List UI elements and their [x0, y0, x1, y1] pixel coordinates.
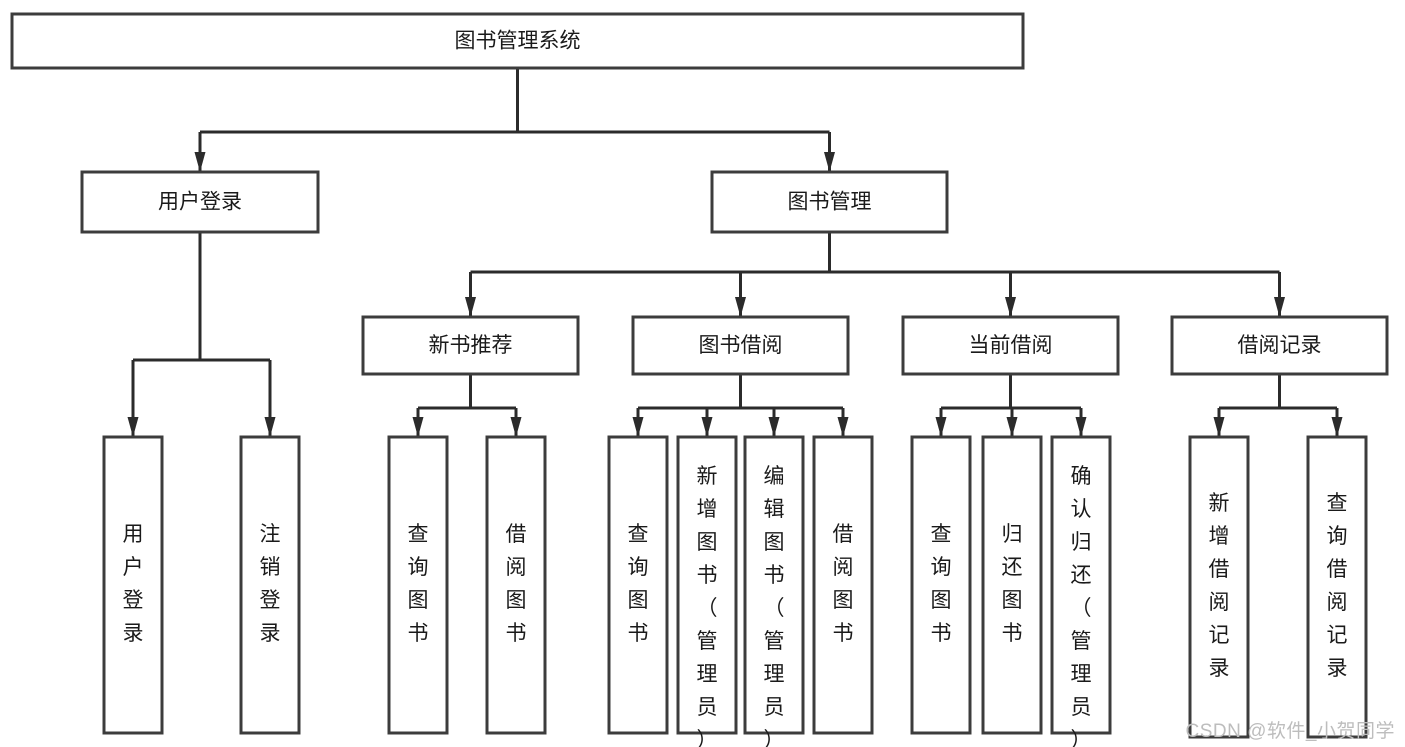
- node-l2-2-leaf-2-label: 确认归还（管理员）: [1071, 465, 1092, 747]
- node-root-label: 图书管理系统: [455, 30, 581, 53]
- node-l2-1-leaf-3[interactable]: 借阅图书: [812, 435, 874, 735]
- node-l2-0-leaf-1[interactable]: 借阅图书: [485, 435, 547, 735]
- l2-2-arrow-0: [935, 417, 947, 437]
- node-l2-3-leaf-0-label: 新增借阅记录: [1209, 492, 1230, 680]
- node-l2-3-leaf-1-label: 查询借阅记录: [1327, 492, 1348, 680]
- l1-1-arrow-3: [1274, 297, 1285, 317]
- node-l2-1-leaf-1-label: 新增图书（管理员）: [697, 465, 718, 747]
- l2-1-arrow-3: [837, 417, 849, 437]
- l2-0-arrow-0: [412, 417, 424, 437]
- connector-layer: [127, 68, 1343, 437]
- node-l1-0-leaf-0-box[interactable]: [102, 435, 164, 735]
- node-l1-0-leaf-1-box[interactable]: [239, 435, 301, 735]
- l1-1-arrow-0: [465, 297, 476, 317]
- node-l1-0-leaf-0[interactable]: 用户登录: [102, 435, 164, 735]
- node-l2-3-label: 借阅记录: [1238, 334, 1322, 357]
- watermark-label: CSDN @软件_小贺同学: [1185, 721, 1395, 742]
- node-l1-1-label: 图书管理: [788, 191, 872, 214]
- node-l2-0-leaf-0-label: 查询图书: [408, 523, 429, 645]
- node-l2-1-label: 图书借阅: [699, 334, 783, 357]
- node-l2-1-leaf-0-label: 查询图书: [628, 523, 649, 645]
- node-l2-2-box[interactable]: [901, 315, 1120, 376]
- node-l2-3-box[interactable]: [1170, 315, 1389, 376]
- node-l2-1-leaf-2-box[interactable]: [743, 435, 805, 735]
- node-l1-1-box[interactable]: [710, 170, 949, 234]
- node-l2-2-leaf-2-box[interactable]: [1050, 435, 1112, 735]
- node-l2-1-leaf-1-box[interactable]: [676, 435, 738, 735]
- node-l2-0[interactable]: 新书推荐: [361, 315, 580, 376]
- node-l1-0[interactable]: 用户登录: [80, 170, 320, 234]
- node-l2-1-box[interactable]: [631, 315, 850, 376]
- l2-1-arrow-0: [632, 417, 644, 437]
- node-l1-1[interactable]: 图书管理: [710, 170, 949, 234]
- l2-3-arrow-0: [1213, 417, 1225, 437]
- node-l1-0-leaf-0-label: 用户登录: [123, 523, 144, 645]
- node-l2-2-leaf-0[interactable]: 查询图书: [910, 435, 972, 735]
- l2-3-arrow-1: [1331, 417, 1343, 437]
- node-l2-0-leaf-0[interactable]: 查询图书: [387, 435, 449, 735]
- node-l1-0-label: 用户登录: [158, 191, 242, 214]
- node-root-box[interactable]: [10, 12, 1025, 70]
- l2-1-arrow-1: [701, 417, 713, 437]
- node-l2-1-leaf-2-label: 编辑图书（管理员）: [764, 465, 785, 747]
- node-l2-0-leaf-1-box[interactable]: [485, 435, 547, 735]
- node-l2-3[interactable]: 借阅记录: [1170, 315, 1389, 376]
- node-l2-2-label: 当前借阅: [969, 334, 1053, 357]
- node-l2-0-box[interactable]: [361, 315, 580, 376]
- node-l1-0-leaf-1-label: 注销登录: [260, 523, 281, 645]
- node-l2-1[interactable]: 图书借阅: [631, 315, 850, 376]
- node-l2-3-leaf-0[interactable]: 新增借阅记录: [1188, 435, 1250, 739]
- l1-1-arrow-1: [735, 297, 746, 317]
- node-layer: 图书管理系统用户登录图书管理用户登录注销登录新书推荐查询图书借阅图书图书借阅查询…: [10, 12, 1389, 747]
- node-l2-0-leaf-0-box[interactable]: [387, 435, 449, 735]
- node-l2-2-leaf-0-box[interactable]: [910, 435, 972, 735]
- root-arrow-0: [194, 152, 206, 172]
- node-l2-2[interactable]: 当前借阅: [901, 315, 1120, 376]
- node-l2-1-leaf-0[interactable]: 查询图书: [607, 435, 669, 735]
- node-l2-2-leaf-1-box[interactable]: [981, 435, 1043, 735]
- node-l2-0-leaf-1-label: 借阅图书: [506, 523, 527, 645]
- node-l2-1-leaf-3-label: 借阅图书: [833, 523, 854, 645]
- l1-0-arrow-1: [264, 417, 276, 437]
- l1-1-arrow-2: [1005, 297, 1016, 317]
- node-l2-3-leaf-1-box[interactable]: [1306, 435, 1368, 739]
- node-l1-0-leaf-1[interactable]: 注销登录: [239, 435, 301, 735]
- l2-1-arrow-2: [768, 417, 780, 437]
- node-l2-3-leaf-0-box[interactable]: [1188, 435, 1250, 739]
- l2-2-arrow-2: [1075, 417, 1087, 437]
- node-l2-1-leaf-2[interactable]: 编辑图书（管理员）: [743, 435, 805, 747]
- node-l2-2-leaf-2[interactable]: 确认归还（管理员）: [1050, 435, 1112, 747]
- node-l2-1-leaf-1[interactable]: 新增图书（管理员）: [676, 435, 738, 747]
- root-arrow-1: [824, 152, 835, 172]
- node-l2-1-leaf-0-box[interactable]: [607, 435, 669, 735]
- l2-2-arrow-1: [1006, 417, 1018, 437]
- node-l2-3-leaf-1[interactable]: 查询借阅记录: [1306, 435, 1368, 739]
- node-root[interactable]: 图书管理系统: [10, 12, 1025, 70]
- node-l2-2-leaf-1[interactable]: 归还图书: [981, 435, 1043, 735]
- node-l2-0-label: 新书推荐: [429, 334, 513, 357]
- l2-0-arrow-1: [510, 417, 522, 437]
- node-l1-0-box[interactable]: [80, 170, 320, 234]
- node-l2-2-leaf-1-label: 归还图书: [1002, 523, 1023, 645]
- node-l2-1-leaf-3-box[interactable]: [812, 435, 874, 735]
- node-l2-2-leaf-0-label: 查询图书: [931, 523, 952, 645]
- l1-0-arrow-0: [127, 417, 139, 437]
